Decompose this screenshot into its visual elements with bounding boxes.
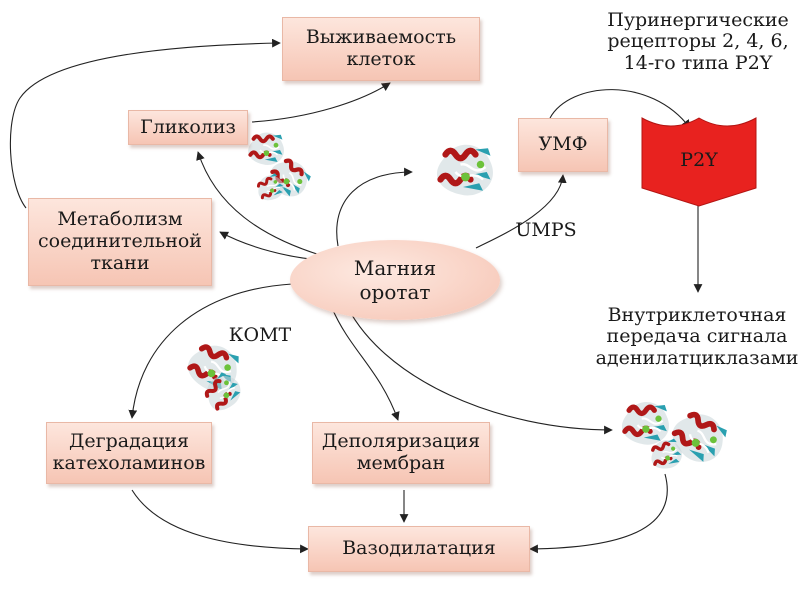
arrow-cyclase-to-vaso [529, 473, 668, 554]
catechol-label: Деградация катехоламинов [52, 430, 206, 474]
komt-label: КОМТ [228, 324, 292, 346]
umps-protein-icon [437, 145, 493, 196]
arrow-center-to-umf [475, 174, 567, 249]
connective-box: Метаболизм соединительной ткани [28, 198, 212, 286]
arrow-glycolysis-to-survival [251, 82, 391, 123]
vaso-label: Вазодилатация [342, 537, 496, 560]
arrow-center-to-glycolysis [196, 151, 331, 259]
survival-box: Выживаемость клеток [282, 17, 480, 81]
catechol-box: Деградация катехоламинов [46, 422, 212, 484]
p2y-receptor-icon [641, 117, 757, 207]
depol-label: Деполяризация мембран [321, 430, 481, 474]
umf-box: УМФ [518, 118, 608, 172]
umf-label: УМФ [538, 133, 588, 156]
arrow-connective-to-survival [9, 38, 281, 209]
center-label: Магния оротат [353, 256, 437, 304]
adenylate-cyclase-protein-icon [622, 402, 733, 476]
arrow-umf-to-p2y [549, 89, 691, 129]
glycolysis-protein-icon [248, 133, 315, 207]
komt-protein-icon [182, 338, 246, 417]
depol-box: Деполяризация мембран [312, 422, 490, 484]
arrow-center-to-connective [219, 231, 323, 261]
arrow-catechol-to-vaso [131, 489, 309, 554]
center-node: Магния оротат [290, 240, 500, 320]
p2y-receptors-text: Пуринергические рецепторы 2, 4, 6, 14-го… [607, 9, 789, 74]
p2y-label: P2Y [680, 149, 718, 171]
survival-label: Выживаемость клеток [305, 26, 457, 70]
arrow-center-to-protein [336, 167, 413, 247]
glycolysis-label: Гликолиз [140, 115, 236, 138]
arrow-center-to-cyclase [343, 299, 613, 435]
arrow-center-to-catechol [128, 283, 293, 419]
umps-label: UMPS [515, 219, 577, 241]
signal-text: Внутриклеточная передача сигнала аденила… [595, 304, 799, 369]
vaso-box: Вазодилатация [308, 526, 530, 572]
arrow-center-to-depol [331, 307, 400, 421]
connective-label: Метаболизм соединительной ткани [38, 208, 202, 274]
glycolysis-box: Гликолиз [128, 110, 248, 145]
